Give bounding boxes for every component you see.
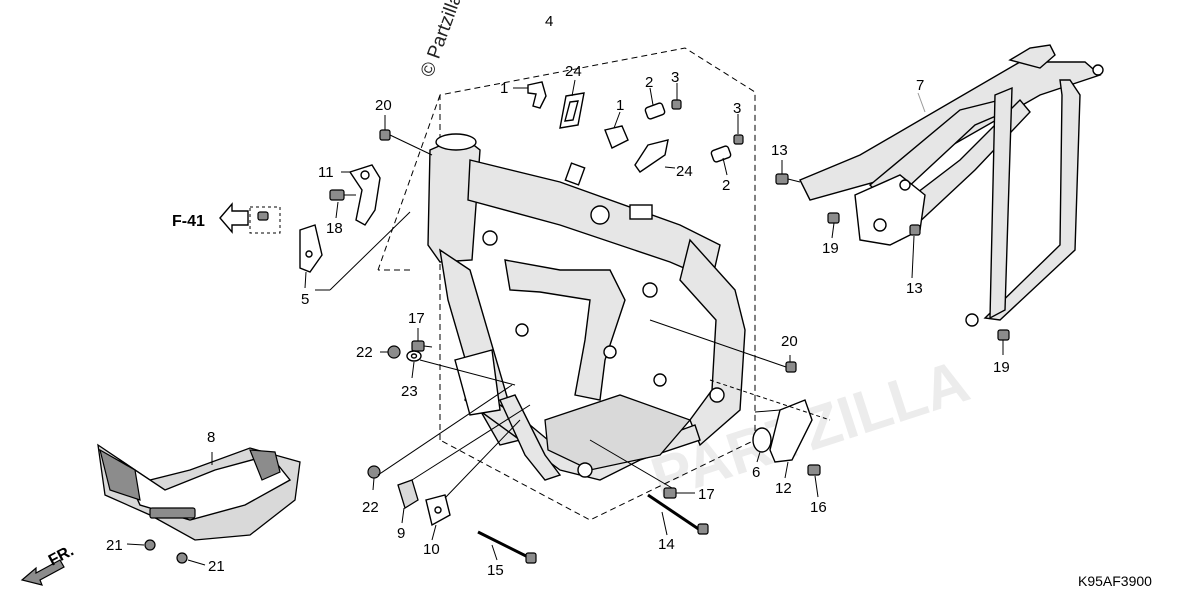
skid-plate[interactable] bbox=[97, 443, 301, 541]
callout-9[interactable]: 9 bbox=[397, 525, 405, 542]
part-24-band-upper[interactable] bbox=[559, 92, 585, 129]
callout-23[interactable]: 23 bbox=[401, 383, 418, 400]
callout-21[interactable]: 21 bbox=[106, 537, 123, 554]
callout-13[interactable]: 13 bbox=[906, 280, 923, 297]
callout-1[interactable]: 1 bbox=[500, 80, 508, 97]
callout-6[interactable]: 6 bbox=[752, 464, 760, 481]
callout-19[interactable]: 19 bbox=[993, 359, 1010, 376]
reference-arrow-f41[interactable]: F-41 bbox=[172, 202, 281, 234]
callout-15[interactable]: 15 bbox=[487, 562, 504, 579]
callout-19[interactable]: 19 bbox=[822, 240, 839, 257]
part-2-collar-lower[interactable] bbox=[710, 145, 732, 163]
callout-14[interactable]: 14 bbox=[658, 536, 675, 553]
leader-lines bbox=[126, 79, 1004, 566]
callout-5[interactable]: 5 bbox=[301, 291, 309, 308]
callout-22[interactable]: 22 bbox=[362, 499, 379, 516]
subframe[interactable] bbox=[799, 44, 1104, 327]
part-20-bolt-upper[interactable] bbox=[379, 129, 391, 141]
callout-1[interactable]: 1 bbox=[616, 97, 624, 114]
front-arrow-icon bbox=[20, 559, 65, 586]
callout-24[interactable]: 24 bbox=[565, 63, 582, 80]
part-21-clip-left[interactable] bbox=[144, 539, 156, 551]
part-13-bolt-upper[interactable] bbox=[775, 173, 801, 185]
part-18-bolt[interactable] bbox=[329, 189, 356, 201]
diagram-code: K95AF3900 bbox=[1078, 573, 1152, 589]
part-17-bolt-upper[interactable] bbox=[411, 340, 433, 352]
reference-arrow-label: F-41 bbox=[172, 213, 205, 230]
callout-12[interactable]: 12 bbox=[775, 480, 792, 497]
part-22-nut-upper[interactable] bbox=[387, 345, 401, 359]
left-arrow-icon bbox=[219, 202, 249, 234]
part-9-bracket[interactable] bbox=[397, 479, 419, 509]
part-3-nut-upper[interactable] bbox=[671, 99, 682, 110]
callout-11[interactable]: 11 bbox=[318, 164, 334, 181]
callout-13[interactable]: 13 bbox=[771, 142, 788, 159]
part-10-bracket[interactable] bbox=[425, 494, 451, 527]
callout-4[interactable]: 4 bbox=[545, 13, 553, 30]
part-14-long-bolt[interactable] bbox=[647, 493, 709, 535]
part-23-washer[interactable] bbox=[406, 350, 422, 362]
part-17-bolt-lower[interactable] bbox=[663, 487, 677, 499]
part-5-bolt[interactable] bbox=[257, 211, 269, 221]
callout-7[interactable]: 7 bbox=[916, 77, 924, 94]
part-1-clip-upper[interactable] bbox=[527, 81, 547, 109]
part-21-clip-right[interactable] bbox=[176, 552, 188, 564]
part-6-spacer[interactable] bbox=[752, 427, 772, 453]
part-2-collar-upper[interactable] bbox=[644, 102, 666, 120]
callout-18[interactable]: 18 bbox=[326, 220, 343, 237]
part-20-bolt-lower[interactable] bbox=[785, 361, 797, 373]
part-22-nut-lower[interactable] bbox=[367, 465, 381, 479]
front-direction-arrow: FR. bbox=[20, 542, 77, 586]
callout-2[interactable]: 2 bbox=[722, 177, 730, 194]
callout-17[interactable]: 17 bbox=[408, 310, 425, 327]
part-16-bolt[interactable] bbox=[807, 464, 821, 476]
part-11-bracket[interactable] bbox=[348, 164, 381, 226]
part-5-bracket[interactable] bbox=[299, 224, 323, 273]
callout-10[interactable]: 10 bbox=[423, 541, 440, 558]
callout-22[interactable]: 22 bbox=[356, 344, 373, 361]
callout-24[interactable]: 24 bbox=[676, 163, 693, 180]
callout-17[interactable]: 17 bbox=[698, 486, 715, 503]
callout-20[interactable]: 20 bbox=[375, 97, 392, 114]
callout-21[interactable]: 21 bbox=[208, 558, 225, 575]
part-15-long-bolt[interactable] bbox=[477, 530, 537, 564]
callout-20[interactable]: 20 bbox=[781, 333, 798, 350]
copyright-watermark: © Partzilla bbox=[417, 0, 467, 80]
part-13-bolt-lower[interactable] bbox=[909, 224, 921, 236]
callout-numbers: 1 1 2 2 3 3 4 5 6 7 8 9 10 11 12 13 13 1… bbox=[106, 13, 1010, 579]
part-24-band-lower[interactable] bbox=[634, 139, 669, 173]
main-frame[interactable] bbox=[427, 133, 746, 481]
callout-8[interactable]: 8 bbox=[207, 429, 215, 446]
callout-3[interactable]: 3 bbox=[671, 69, 679, 86]
part-3-nut-lower[interactable] bbox=[733, 134, 744, 145]
frame-assembly-dashed-box bbox=[377, 47, 756, 521]
callout-2[interactable]: 2 bbox=[645, 74, 653, 91]
callout-3[interactable]: 3 bbox=[733, 100, 741, 117]
part-1-clip-lower[interactable] bbox=[604, 125, 629, 149]
callout-16[interactable]: 16 bbox=[810, 499, 827, 516]
part-19-bolt-right[interactable] bbox=[997, 329, 1010, 341]
part-12-bracket[interactable] bbox=[769, 399, 813, 463]
part-19-bolt-left[interactable] bbox=[827, 212, 840, 224]
